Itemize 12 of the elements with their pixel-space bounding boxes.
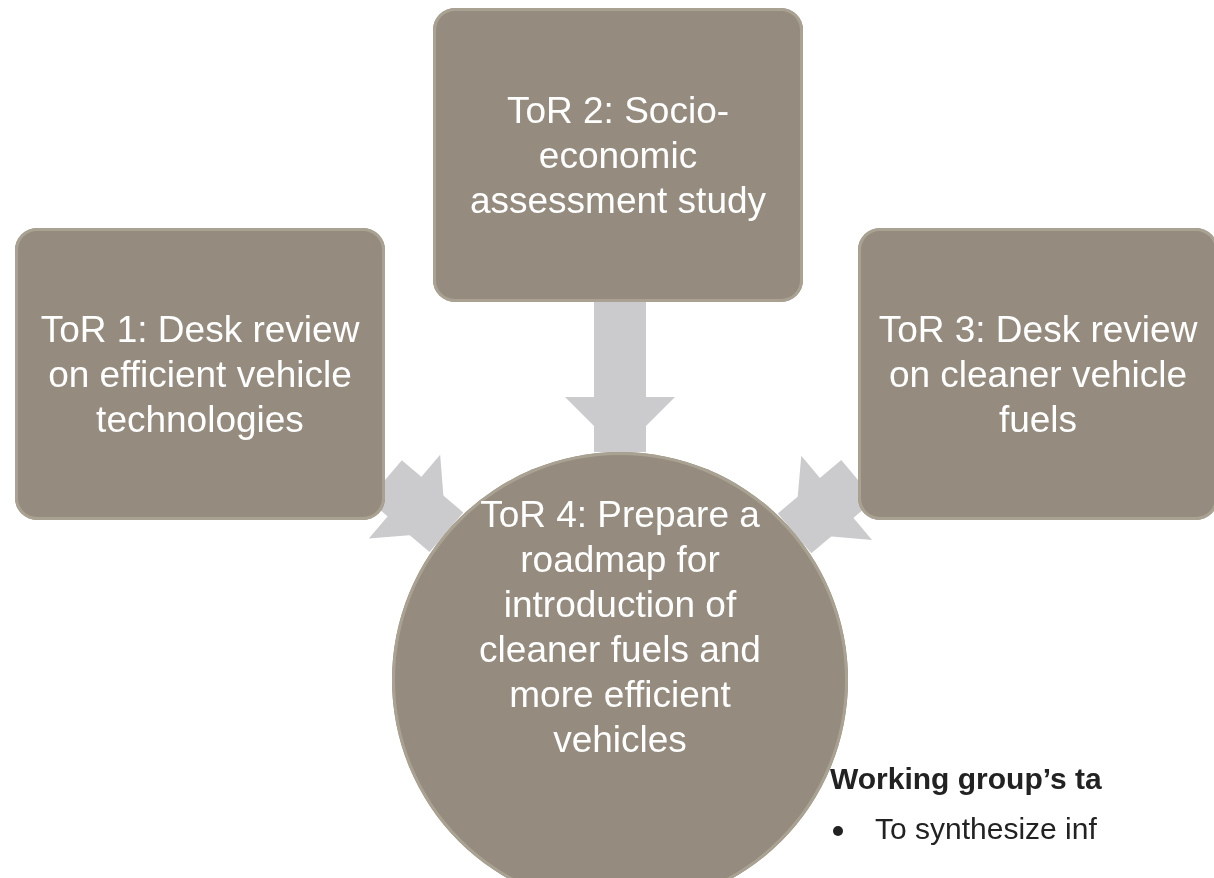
node-text: ToR 3: Desk review on cleaner vehicle fuels [877, 307, 1199, 442]
block-arrow [777, 455, 875, 554]
node-text: ToR 2: Socio-economic assessment study [468, 88, 768, 223]
block-arrow [368, 454, 464, 552]
rounded-box [858, 228, 1214, 520]
node-text: ToR 1: Desk review on efficient vehicle technologies [39, 307, 361, 442]
node-text: ToR 4: Prepare a roadmap for introduction of cleaner fuels and more efficient vehicles [478, 493, 762, 762]
rounded-box [433, 8, 803, 302]
bullet-text: To synthesize inf [875, 812, 1097, 846]
heading-text: Working group’s ta [830, 762, 1102, 796]
block-arrow [565, 302, 675, 452]
rounded-box [15, 228, 385, 520]
